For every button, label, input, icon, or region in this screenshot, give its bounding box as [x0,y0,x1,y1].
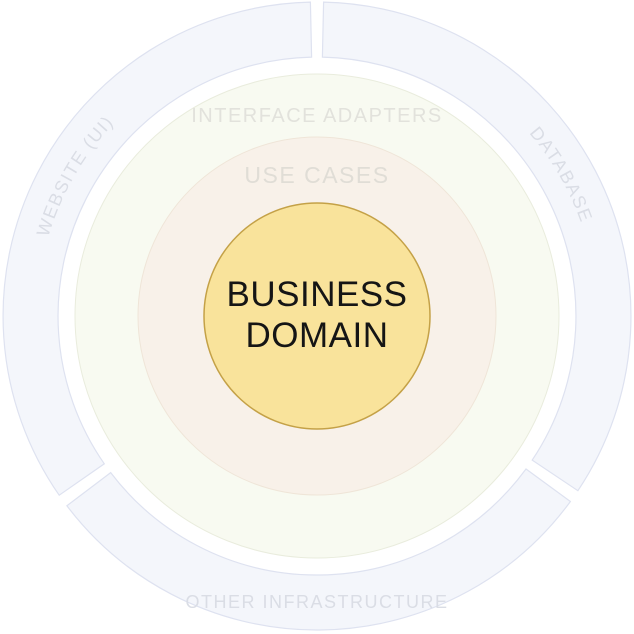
use-cases-label: USE CASES [244,162,389,188]
other-infrastructure-label: OTHER INFRASTRUCTURE [186,592,449,612]
business-domain-circle [203,202,431,430]
outer-ring-segment-website [2,1,313,497]
business-domain-label-line1: BUSINESS [227,275,408,314]
outer-ring-segment-database [321,1,632,492]
interface-adapters-label: INTERFACE ADAPTERS [191,105,443,127]
business-domain-label-line2: DOMAIN [246,316,389,355]
outer-ring-segment-other-infrastructure [66,468,572,631]
